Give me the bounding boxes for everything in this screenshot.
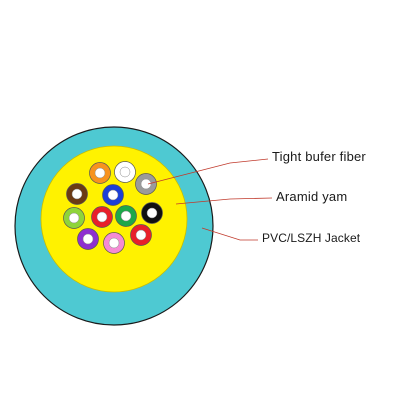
orange-fiber-core [94, 167, 106, 179]
black-fiber-core [146, 207, 158, 219]
gray-fiber-core [140, 178, 152, 190]
white-fiber-top-core [119, 166, 131, 178]
tight-buffer-fibers [63, 161, 163, 254]
jacket-label: PVC/LSZH Jacket [262, 231, 361, 245]
aramid-yarn-label: Aramid yam [276, 189, 348, 204]
red-fiber-lower-core [135, 229, 147, 241]
green-fiber-core [120, 210, 132, 222]
callout-lines [147, 158, 273, 241]
purple-fiber-core [82, 233, 94, 245]
callout-line-aramid [175, 197, 273, 205]
tight-buffer-fiber-label: Tight bufer fiber [272, 149, 366, 164]
brown-fiber-core [71, 188, 83, 200]
red-fiber-core [96, 211, 108, 223]
callout-line-fiber [147, 158, 269, 185]
aramid-yarn-layer [40, 145, 188, 293]
pink-fiber-core [108, 237, 120, 249]
lime-fiber-core [68, 212, 80, 224]
blue-fiber-core [107, 189, 119, 201]
callout-line-jacket [201, 227, 258, 241]
